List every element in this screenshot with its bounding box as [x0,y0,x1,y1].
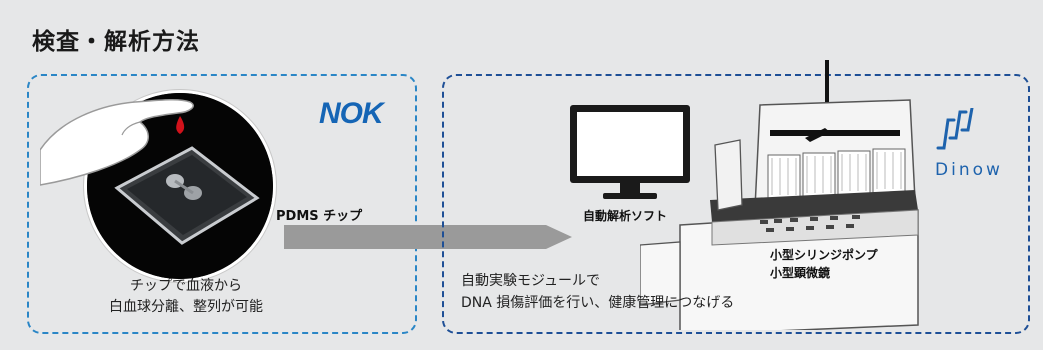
analysis-caption-line-2: DNA 損傷評価を行い、健康管理につなげる [461,295,735,311]
dinow-wordmark: Dinow [935,160,1003,180]
analysis-section-box [442,74,1030,334]
nok-logo: NOK [317,95,397,133]
syringe-pump-label: 小型シリンジポンプ [770,248,878,262]
device-labels: 小型シリンジポンプ 小型顕微鏡 [770,246,878,282]
chip-caption-line-2: 白血球分離、整列が可能 [109,299,263,315]
page-title: 検査・解析方法 [32,29,200,55]
chip-caption-line-1: チップで血液から [130,278,242,294]
dinow-logo-icon [932,106,982,158]
analysis-caption-line-1: 自動実験モジュールで [461,273,601,289]
blood-drop-icon [176,116,185,134]
microscope-label: 小型顕微鏡 [770,266,831,280]
svg-text:NOK: NOK [319,97,386,129]
finger-with-blood-drop [39,80,210,190]
flow-arrow [284,225,572,249]
analysis-caption: 自動実験モジュールで DNA 損傷評価を行い、健康管理につなげる [461,270,734,314]
automated-module-illustration [639,60,920,336]
pdms-chip-label: PDMS チップ [276,209,363,224]
monitor-icon [565,105,695,209]
software-label: 自動解析ソフト [583,209,668,223]
chip-caption: チップで血液から 白血球分離、整列が可能 [86,276,286,318]
chip-section-box [27,74,417,334]
